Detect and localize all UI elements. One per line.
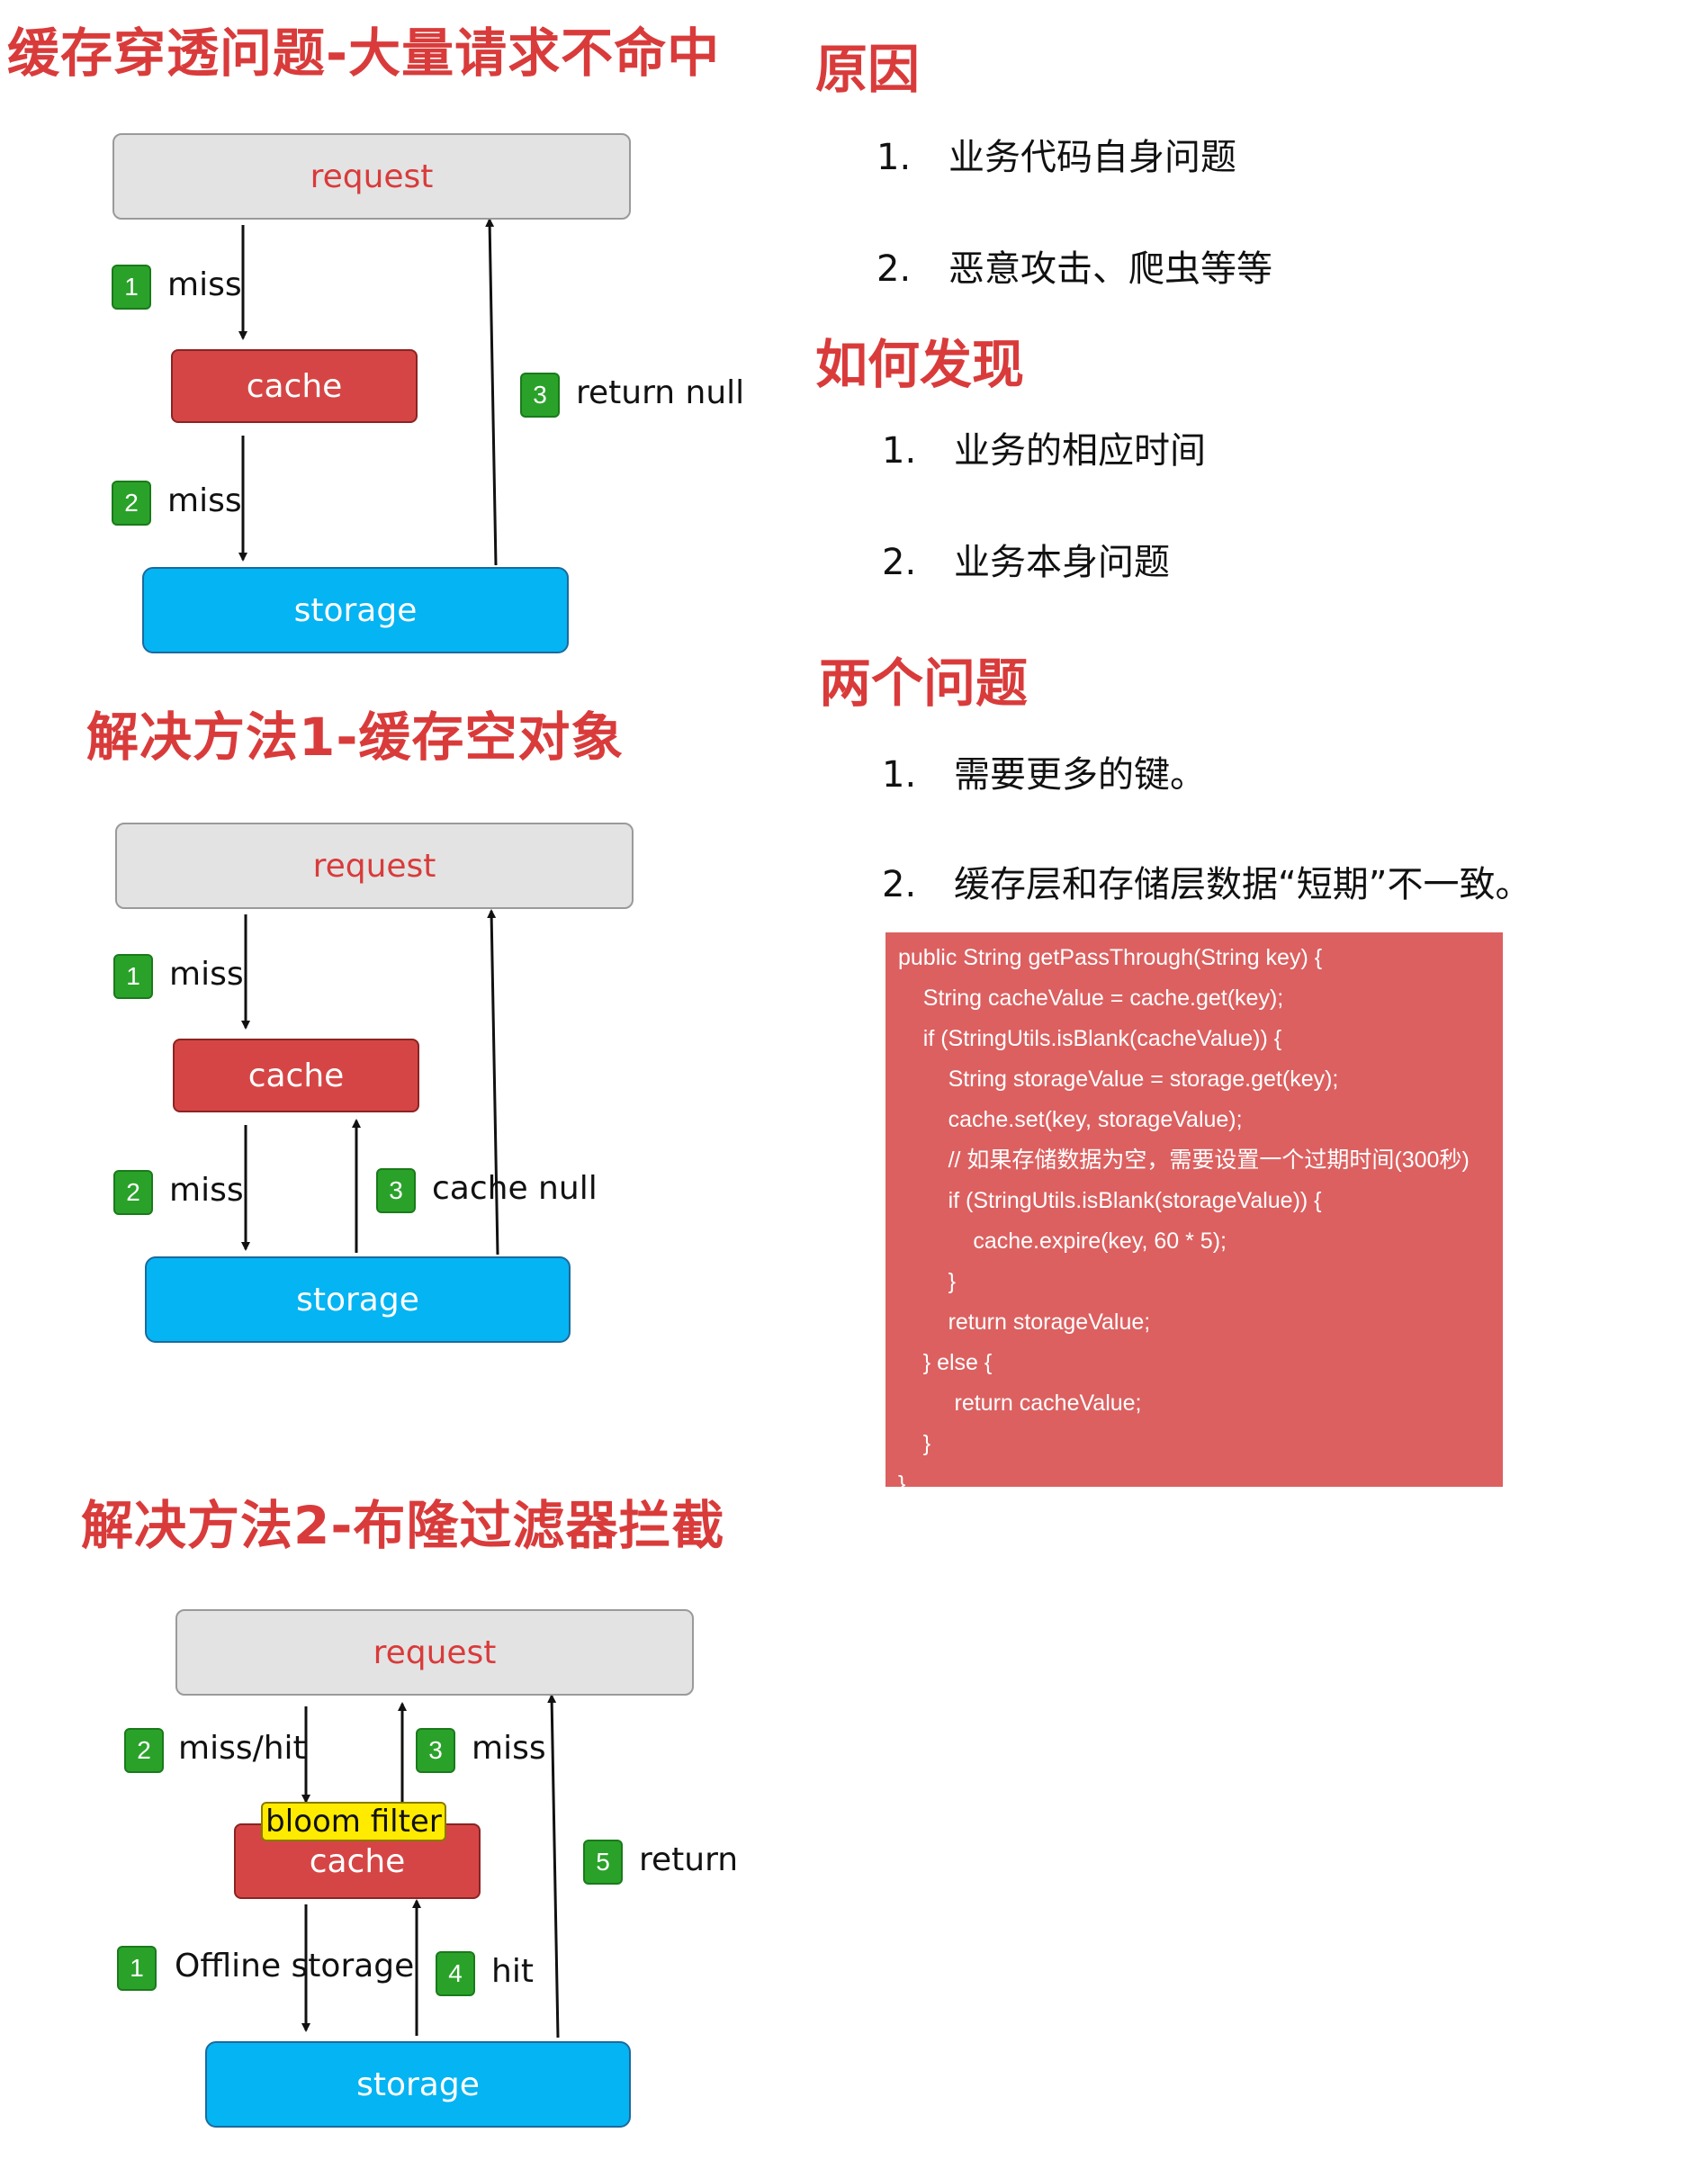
issue-item-number: 2. (882, 864, 917, 905)
d2-cache-box: cache (173, 1039, 419, 1112)
detect-item-number: 2. (882, 542, 917, 583)
d3-step-label: return (639, 1841, 739, 1878)
code-line: if (StringUtils.isBlank(cacheValue)) { (898, 1026, 1282, 1051)
reason-item-number: 2. (876, 248, 912, 290)
code-line: return storageValue; (898, 1310, 1151, 1335)
d3-step-badge: 3 (416, 1728, 455, 1773)
code-line: String storageValue = storage.get(key); (898, 1066, 1339, 1092)
d1-step-label: miss (167, 482, 242, 519)
d1-step-label: return null (576, 374, 745, 411)
issue-item: 2. 缓存层和存储层数据“短期”不一致。 (882, 855, 1531, 907)
code-line: return cacheValue; (898, 1390, 1142, 1416)
d3-step-label: Offline storage (175, 1948, 415, 1984)
d2-arrow-storage-to-request (487, 909, 499, 1256)
d2-storage-box: storage (145, 1256, 571, 1343)
d3-step-badge: 4 (436, 1951, 475, 1996)
d1-request-box: request (112, 133, 631, 220)
d3-step-badge: 5 (583, 1840, 623, 1885)
detect-item: 1. 业务的相应时间 (882, 421, 1206, 473)
d3-step-label: miss (472, 1730, 546, 1767)
d3-step-badge: 2 (124, 1728, 164, 1773)
title-solution-2: 解决方法2-布隆过滤器拦截 (81, 1495, 725, 1556)
reason-item-text: 恶意攻击、爬虫等等 (948, 248, 1272, 290)
d2-step-badge: 2 (113, 1170, 153, 1215)
code-line: } else { (898, 1350, 993, 1375)
code-line: cache.set(key, storageValue); (898, 1107, 1243, 1132)
section-title-detect: 如何发现 (815, 334, 1025, 395)
code-line: cache.expire(key, 60 * 5); (898, 1228, 1227, 1254)
d2-request-box: request (115, 823, 634, 909)
title-solution-1: 解决方法1-缓存空对象 (86, 706, 625, 768)
code-line: // 如果存储数据为空，需要设置一个过期时间(300秒) (898, 1148, 1470, 1173)
d1-cache-box: cache (171, 349, 418, 423)
d1-arrow-storage-to-request (485, 218, 498, 566)
d3-bloom-filter-label: bloom filter (261, 1802, 446, 1841)
section-title-issues: 两个问题 (819, 652, 1029, 714)
d1-step-label: miss (167, 266, 242, 303)
reason-item: 1. 业务代码自身问题 (876, 128, 1236, 180)
d3-step-label: miss/hit (178, 1730, 306, 1767)
code-line: } (898, 1269, 956, 1294)
d3-step-badge: 1 (117, 1946, 157, 1991)
d3-step-label: hit (491, 1953, 534, 1990)
d3-arrow-storage-to-request (547, 1694, 560, 2038)
d3-storage-box: storage (205, 2041, 631, 2128)
d1-step-badge: 2 (112, 481, 151, 526)
code-line: if (StringUtils.isBlank(storageValue)) { (898, 1188, 1322, 1213)
d1-step-badge: 3 (520, 373, 560, 418)
d1-storage-box: storage (142, 567, 569, 653)
d3-request-box: request (175, 1609, 694, 1696)
code-block: public String getPassThrough(String key)… (885, 932, 1503, 1497)
detect-item-number: 1. (882, 430, 917, 472)
d1-step-badge: 1 (112, 265, 151, 310)
d2-step-label: miss (169, 1172, 244, 1209)
code-line: public String getPassThrough(String key)… (898, 945, 1323, 970)
d2-step-badge: 3 (376, 1168, 416, 1213)
detect-item-text: 业务本身问题 (954, 542, 1170, 583)
code-line: } (898, 1472, 906, 1497)
d2-step-label: miss (169, 956, 244, 993)
issue-item-text: 缓存层和存储层数据“短期”不一致。 (954, 864, 1532, 905)
title-cache-penetration: 缓存穿透问题-大量请求不命中 (7, 22, 721, 84)
detect-item: 2. 业务本身问题 (882, 533, 1170, 585)
detect-item-text: 业务的相应时间 (954, 430, 1206, 472)
d2-step-badge: 1 (113, 954, 153, 999)
d2-step-label: cache null (432, 1170, 598, 1207)
reason-item: 2. 恶意攻击、爬虫等等 (876, 239, 1272, 292)
code-line: String cacheValue = cache.get(key); (898, 986, 1284, 1011)
section-title-reason: 原因 (815, 39, 921, 100)
issue-item-text: 需要更多的键。 (954, 754, 1206, 796)
issue-item: 1. 需要更多的键。 (882, 745, 1206, 797)
reason-item-text: 业务代码自身问题 (948, 137, 1236, 178)
issue-item-number: 1. (882, 754, 917, 796)
reason-item-number: 1. (876, 137, 912, 178)
code-line: } (898, 1431, 931, 1456)
